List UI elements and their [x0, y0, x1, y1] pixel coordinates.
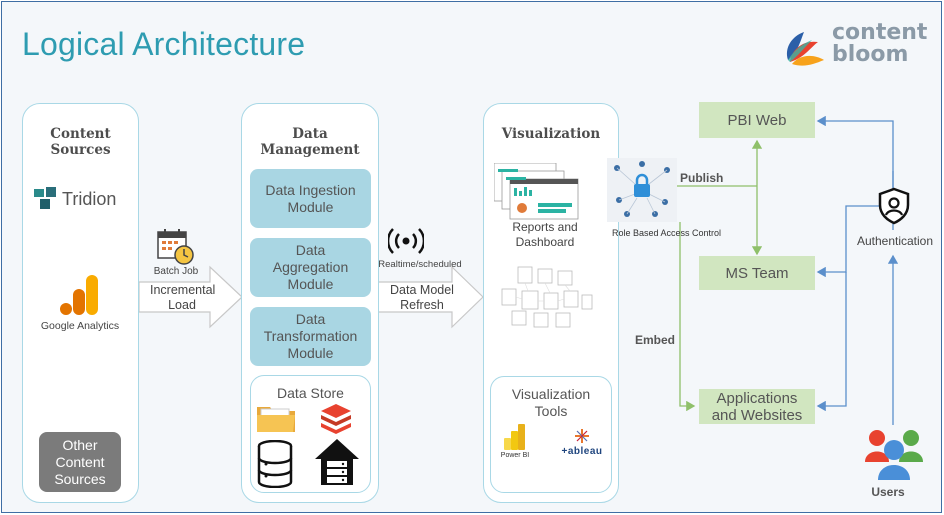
dashboard-icon: [494, 163, 579, 220]
pbi-web-box: PBI Web: [699, 102, 815, 138]
calendar-clock-icon: [157, 229, 194, 265]
batch-job-label: Batch Job: [153, 266, 199, 277]
data-model-refresh-label: Data Model Refresh: [390, 283, 454, 312]
pbi-web-label: PBI Web: [727, 111, 787, 129]
access-control-icon: [607, 158, 677, 222]
data-ingestion-label: Data Ingestion Module: [265, 181, 356, 215]
data-aggregation-label: Data Aggregation Module: [272, 242, 349, 292]
authentication-label: Authentication: [856, 234, 934, 248]
data-management-title: Data Management: [260, 126, 360, 158]
data-transformation-label: Data Transformation Module: [263, 311, 358, 361]
incremental-load-arrow: [138, 265, 243, 329]
power-bi-icon: [504, 424, 525, 450]
realtime-scheduled-label: Realtime/scheduled: [378, 259, 462, 270]
data-transformation-module: Data Transformation Module: [250, 307, 371, 366]
users-icon: [865, 430, 923, 480]
embed-label: Embed: [635, 333, 676, 347]
reports-dashboard-label: Reports and Dashboard: [512, 220, 578, 249]
tableau-icon: [575, 429, 589, 443]
publish-label: Publish: [680, 171, 724, 185]
logo-line1: content: [832, 20, 928, 45]
power-bi-label: Power BI: [500, 452, 530, 459]
users-label: Users: [871, 485, 905, 499]
folder-icon: [257, 407, 295, 432]
ms-team-box: MS Team: [699, 256, 815, 290]
database-icon: [257, 440, 293, 488]
shield-user-icon: [878, 187, 910, 225]
tridion-label: Tridion: [62, 189, 117, 209]
broadcast-icon: [388, 228, 424, 254]
visualization-tools-label: Visualization Tools: [511, 386, 591, 419]
logo-text: content bloom: [832, 22, 927, 66]
rbac-label: Role Based Access Control: [612, 228, 722, 238]
stacked-layers-icon: [321, 404, 351, 434]
logo-line2: bloom: [832, 42, 909, 67]
page-title: Logical Architecture: [22, 26, 306, 62]
content-bloom-logo-icon: [786, 32, 824, 66]
tableau-label: +ableau: [561, 446, 603, 457]
data-ingestion-module: Data Ingestion Module: [250, 169, 371, 228]
other-content-sources-box: Other Content Sources: [39, 432, 121, 492]
data-store-label: Data Store: [277, 385, 344, 401]
applications-websites-box: Applications and Websites: [699, 389, 815, 424]
content-sources-title: Content Sources: [50, 126, 111, 158]
house-server-icon: [315, 439, 359, 485]
other-content-sources-label: Other Content Sources: [54, 436, 106, 487]
applications-websites-label: Applications and Websites: [711, 389, 803, 424]
google-analytics-icon: [60, 275, 98, 315]
visualization-title: Visualization: [501, 126, 601, 142]
tridion-icon: [34, 187, 56, 209]
ms-team-label: MS Team: [725, 264, 789, 282]
visualization-tools-box: Visualization Tools: [490, 376, 612, 493]
incremental-load-label: Incremental Load: [150, 283, 216, 312]
data-model-icon: [501, 266, 593, 328]
data-model-refresh-arrow: [376, 265, 484, 329]
data-aggregation-module: Data Aggregation Module: [250, 238, 371, 297]
google-analytics-label: Google Analytics: [40, 320, 120, 332]
